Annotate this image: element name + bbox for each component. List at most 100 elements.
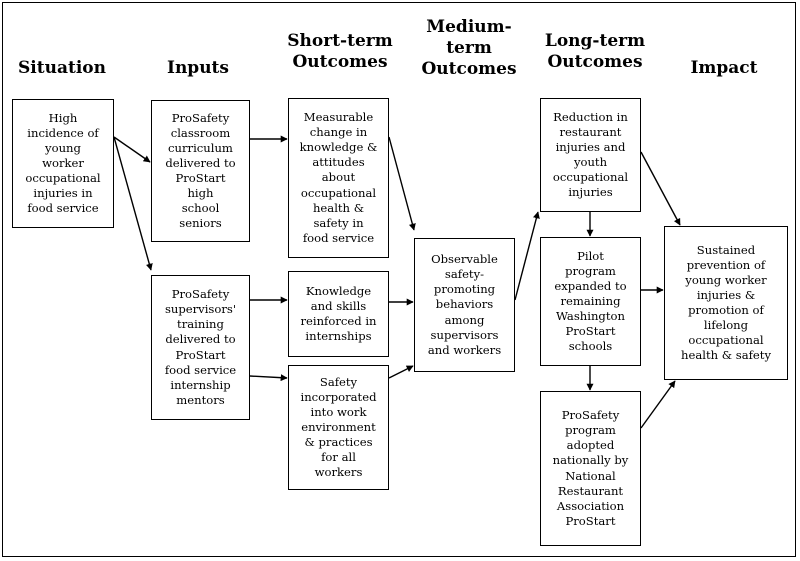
text-line: training bbox=[177, 317, 224, 332]
text-line: lifelong bbox=[703, 318, 749, 333]
text-line: Pilot bbox=[577, 248, 604, 263]
text-line: adopted bbox=[566, 438, 615, 453]
text-line: injuries and bbox=[555, 139, 626, 154]
text-line: high bbox=[187, 186, 214, 201]
text-line: Restaurant bbox=[557, 483, 624, 498]
text-line: reinforced in bbox=[300, 314, 377, 328]
text-line: young bbox=[45, 140, 81, 155]
text-line: Situation bbox=[18, 58, 106, 78]
text-line: program bbox=[565, 423, 616, 438]
text-line: classroom bbox=[170, 125, 231, 140]
text-line: & practices bbox=[304, 435, 373, 450]
text-line: Outcomes bbox=[547, 52, 643, 72]
text-line: ProSafety bbox=[171, 110, 230, 125]
text-line: school bbox=[181, 201, 220, 216]
text-line: food service bbox=[27, 201, 99, 216]
text-line: Inputs bbox=[167, 58, 229, 78]
header-impact: Impact bbox=[668, 58, 780, 79]
text-line: occupational bbox=[552, 170, 629, 185]
text-line: Medium- bbox=[426, 17, 512, 37]
text-line: expanded to bbox=[554, 278, 627, 293]
text-line: safety- bbox=[444, 267, 485, 282]
text-line: Association bbox=[556, 498, 625, 513]
text-line: prevention of bbox=[686, 257, 766, 272]
text-line: knowledge & bbox=[299, 140, 378, 155]
text-line: curriculum bbox=[168, 140, 233, 155]
text-line: promoting bbox=[433, 282, 496, 297]
text-line: National bbox=[565, 468, 616, 483]
text-line: Sustained bbox=[696, 242, 756, 257]
text-line: Observable bbox=[431, 252, 498, 267]
text-line: about bbox=[321, 170, 356, 185]
text-line: mentors bbox=[176, 392, 225, 407]
text-line: internships bbox=[305, 329, 372, 344]
text-line: supervisors' bbox=[164, 302, 237, 317]
text-line: Measurable bbox=[303, 110, 374, 125]
text-line: ProStart bbox=[175, 171, 226, 185]
text-line: supervisors bbox=[430, 327, 499, 342]
text-line: ProStart bbox=[565, 513, 616, 528]
header-inputs: Inputs bbox=[148, 58, 248, 79]
text-line: food service bbox=[164, 362, 237, 377]
text-line: for all bbox=[321, 450, 356, 465]
text-line: delivered to bbox=[165, 155, 236, 170]
header-situation: Situation bbox=[12, 58, 112, 79]
text-line: Long-term bbox=[544, 31, 646, 51]
text-line: worker bbox=[42, 155, 84, 170]
text-line: injuries & bbox=[696, 287, 756, 302]
text-line: seniors bbox=[179, 216, 222, 231]
text-line: schools bbox=[568, 339, 613, 354]
text-line: Short-term bbox=[287, 31, 393, 51]
text-line: High bbox=[48, 110, 78, 125]
text-line: ProStart bbox=[565, 324, 616, 339]
text-line: Safety bbox=[319, 374, 358, 389]
text-line: term bbox=[446, 38, 492, 58]
text-line: Outcomes bbox=[421, 59, 517, 79]
text-line: occupational bbox=[688, 333, 764, 348]
text-line: incorporated bbox=[300, 389, 377, 404]
text-line: Impact bbox=[690, 58, 758, 78]
text-line: food service bbox=[302, 230, 375, 245]
text-line: injuries in bbox=[33, 186, 93, 201]
text-line: incidence of bbox=[27, 125, 99, 140]
text-line: remaining bbox=[560, 293, 621, 308]
text-line: Knowledge bbox=[305, 283, 372, 298]
text-line: ProSafety bbox=[561, 408, 620, 423]
text-line: promotion of bbox=[688, 303, 764, 317]
text-line: Outcomes bbox=[292, 52, 388, 72]
text-line: restaurant bbox=[559, 124, 622, 139]
text-line: change in bbox=[309, 125, 368, 140]
text-line: among bbox=[444, 312, 485, 327]
text-line: workers bbox=[314, 465, 363, 480]
text-line: environment bbox=[301, 419, 376, 434]
text-line: and workers bbox=[427, 342, 502, 357]
text-line: youth bbox=[573, 155, 608, 169]
text-line: and skills bbox=[310, 298, 367, 313]
text-line: attitudes bbox=[312, 155, 365, 170]
text-line: ProSafety bbox=[171, 287, 230, 302]
text-line: Washington bbox=[556, 309, 625, 324]
text-line: into work bbox=[310, 404, 367, 419]
text-line: Reduction in bbox=[553, 109, 628, 124]
text-line: young worker bbox=[685, 272, 767, 287]
text-line: health & safety bbox=[681, 348, 771, 363]
text-line: injuries bbox=[568, 185, 613, 200]
text-line: health & bbox=[312, 200, 365, 215]
text-line: safety in bbox=[313, 215, 364, 230]
text-line: ProStart bbox=[175, 347, 226, 362]
text-line: behaviors bbox=[435, 297, 494, 312]
